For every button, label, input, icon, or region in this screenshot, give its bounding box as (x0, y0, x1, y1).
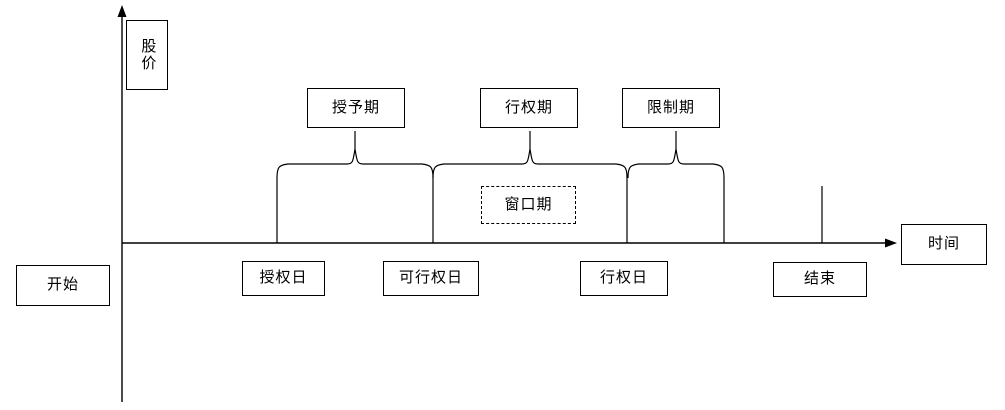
period-label-text-restriction: 限制期 (646, 98, 695, 116)
period-label-text-exercise: 行权期 (504, 98, 553, 116)
grant-period-brace (276, 148, 434, 179)
y-axis-label-box: 股价 (126, 20, 168, 90)
end-label-text: 结束 (803, 270, 836, 288)
period-label-text-grant: 授予期 (331, 98, 380, 116)
start-label-box: 开始 (16, 265, 110, 306)
date-label-text-exercisable-date: 可行权日 (398, 269, 463, 287)
date-label-text-grant-date: 授权日 (259, 269, 308, 287)
period-label-box-restriction: 限制期 (622, 88, 720, 128)
window-period-text: 窗口期 (504, 195, 553, 213)
date-label-text-exercise-date: 行权日 (599, 269, 648, 287)
period-label-box-grant: 授予期 (307, 88, 405, 128)
start-label-text: 开始 (46, 276, 79, 294)
date-label-box-grant-date: 授权日 (242, 261, 325, 296)
end-label-box: 结束 (773, 262, 867, 297)
y-axis-arrowhead (117, 5, 127, 17)
x-axis-label-box: 时间 (901, 224, 987, 265)
date-label-box-exercisable-date: 可行权日 (383, 261, 479, 296)
window-period-box: 窗口期 (481, 186, 576, 224)
restriction-period-brace (627, 148, 725, 179)
y-axis-label-text: 股价 (139, 38, 157, 72)
x-axis-label-text: 时间 (927, 235, 960, 253)
date-label-box-exercise-date: 行权日 (580, 261, 668, 296)
exercise-period-brace (432, 148, 628, 179)
period-label-box-exercise: 行权期 (480, 88, 578, 128)
x-axis-arrowhead (885, 238, 897, 248)
